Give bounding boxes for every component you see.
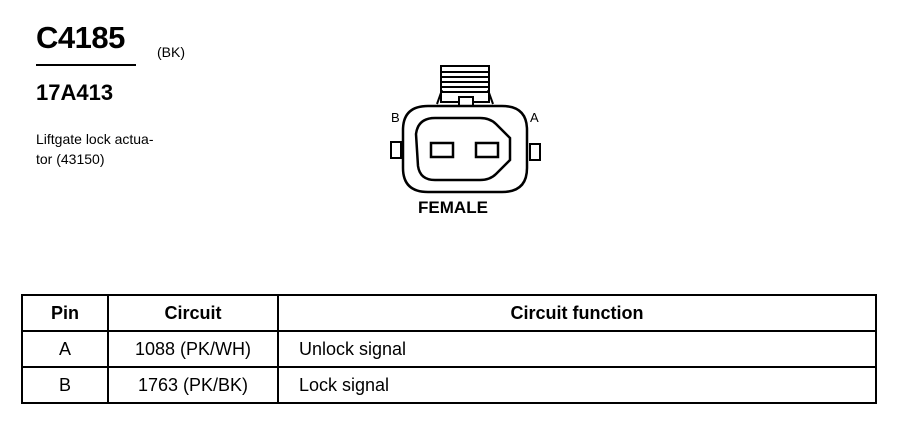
connector-face-drawing <box>390 65 541 194</box>
pinout-table: Pin Circuit Circuit function A 1088 (PK/… <box>21 294 877 404</box>
connector-gender: FEMALE <box>418 198 488 217</box>
pin-label-a: A <box>530 110 539 125</box>
component-description: Liftgate lock actua- tor (43150) <box>36 129 196 169</box>
pin-cavity-a <box>474 141 500 159</box>
pin-cavity-b <box>429 141 455 159</box>
connector-id: C4185 <box>36 20 125 55</box>
connector-shroud <box>414 116 512 182</box>
pin-cell: B <box>21 366 109 404</box>
table-row: B 1763 (PK/BK) Lock signal <box>21 366 877 404</box>
table-header-row: Pin Circuit Circuit function <box>21 294 877 332</box>
locking-tab <box>436 65 494 108</box>
function-cell: Lock signal <box>277 366 877 404</box>
table-row: A 1088 (PK/WH) Unlock signal <box>21 330 877 368</box>
header-circuit: Circuit <box>107 294 279 332</box>
part-number: 17A413 <box>36 80 114 105</box>
connector-id-underline <box>36 64 136 66</box>
header-pin: Pin <box>21 294 109 332</box>
function-cell: Unlock signal <box>277 330 877 368</box>
connector-color: (BK) <box>157 44 185 60</box>
circuit-cell: 1088 (PK/WH) <box>107 330 279 368</box>
header-circuit-function: Circuit function <box>277 294 877 332</box>
side-ears <box>390 141 541 161</box>
pin-cell: A <box>21 330 109 368</box>
pin-label-b: B <box>391 110 400 125</box>
description-line-1: Liftgate lock actua- <box>36 131 154 147</box>
circuit-cell: 1763 (PK/BK) <box>107 366 279 404</box>
description-line-2: tor (43150) <box>36 151 105 167</box>
